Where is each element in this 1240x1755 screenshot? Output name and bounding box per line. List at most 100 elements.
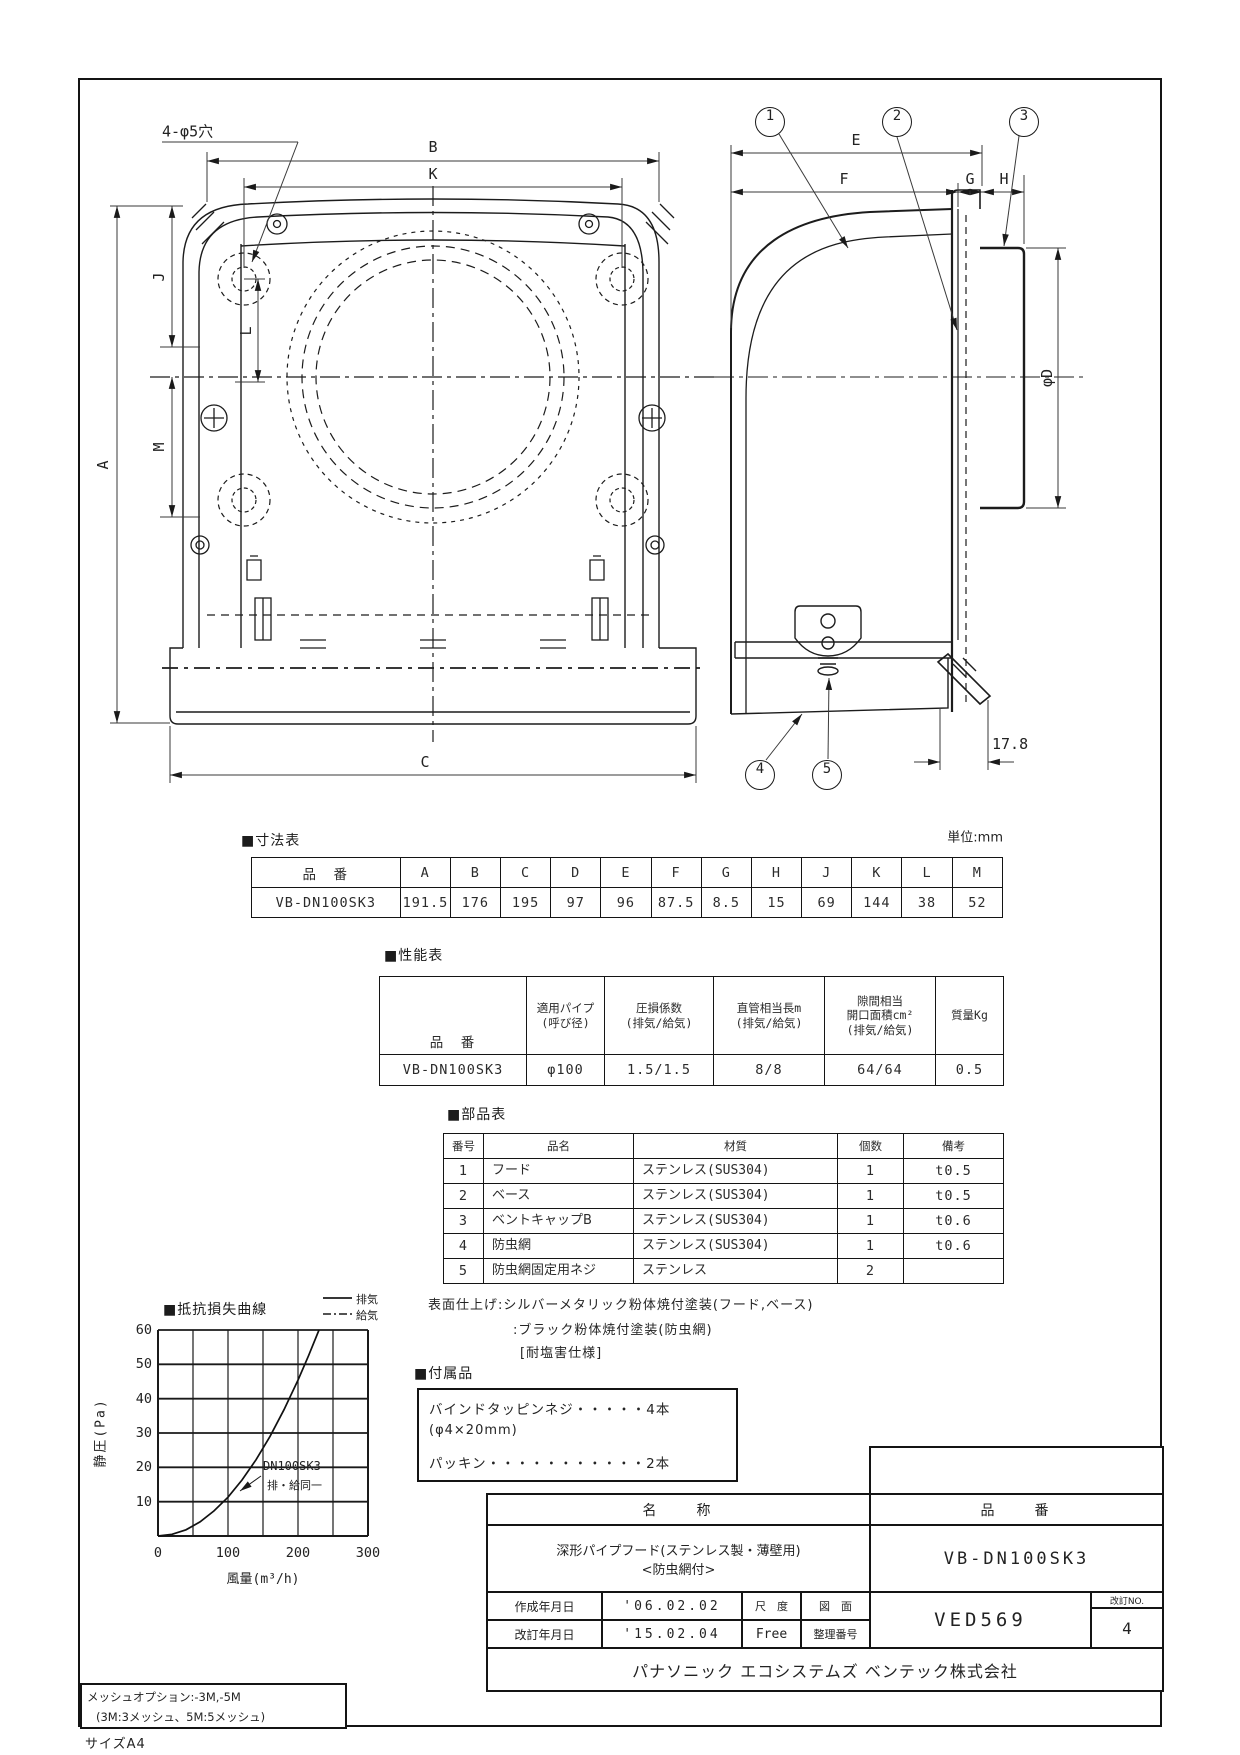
parts-cell: t0.6 xyxy=(903,1233,1004,1259)
perf-value: 1.5/1.5 xyxy=(604,1054,714,1086)
dimension-table: 品 番 A B C D E F G H J K L M VB-DN100SK3 … xyxy=(251,857,1004,918)
x-tick: 200 xyxy=(285,1545,311,1561)
name-header-cell: 名 称 xyxy=(486,1493,871,1526)
parts-table: 番号 品名 材質 個数 備考 1 フード ステンレス(SUS304) 1 t0.… xyxy=(443,1133,1004,1284)
scale-value-cell: Free xyxy=(741,1619,802,1649)
dim-table-title: ■寸法表 xyxy=(241,833,301,849)
company-name-cell: パナソニック エコシステムズ ベンテック株式会社 xyxy=(486,1647,1164,1692)
y-tick: 20 xyxy=(135,1459,152,1475)
dim-L: L xyxy=(237,326,255,336)
chart-title: ■抵抗損失曲線 xyxy=(163,1302,268,1318)
title-block-spare-cell xyxy=(869,1446,1164,1495)
dim-J: J xyxy=(150,272,168,282)
perf-header: 直管相当長m (排気/給気) xyxy=(713,976,825,1055)
accessory-line: バインドタッピンネジ・・・・・4本 xyxy=(429,1402,671,1418)
mesh-option-line1: メッシュオプション:-3M,-5M xyxy=(87,1690,241,1704)
balloon-1: 1 xyxy=(755,107,785,137)
side-view-hood-profile xyxy=(714,189,1088,714)
dim-K: K xyxy=(428,165,438,183)
parts-cell: フード xyxy=(483,1158,634,1184)
x-axis-label: 風量(m³/h) xyxy=(226,1572,300,1587)
accessory-line: パッキン・・・・・・・・・・・2本 xyxy=(429,1456,671,1472)
parts-row: 1 フード ステンレス(SUS304) 1 t0.5 xyxy=(443,1158,1004,1184)
parts-header: 品名 xyxy=(483,1133,634,1159)
performance-table: 品 番 適用パイプ (呼び径) 圧損係数 (排気/給気) 直管相当長m (排気/… xyxy=(379,976,1004,1086)
unit-note: 単位:mm xyxy=(947,830,1003,846)
dim-value: 96 xyxy=(600,887,652,918)
side-view-dimensions xyxy=(730,133,1066,770)
curve-annotation-note: 排・給同一 xyxy=(267,1479,322,1492)
sheet-size-label: サイズA4 xyxy=(85,1737,146,1752)
parts-header: 個数 xyxy=(837,1133,904,1159)
revision-no-value-cell: 4 xyxy=(1090,1607,1164,1649)
perf-header: 隙間相当 開口面積cm² (排気/給気) xyxy=(824,976,936,1055)
dim-col-header: 品 番 xyxy=(251,857,401,888)
finish-note-1: 表面仕上げ:シルバーメタリック粉体焼付塗装(フード,ベース) xyxy=(428,1298,814,1313)
parts-cell: t0.5 xyxy=(903,1183,1004,1209)
parts-header: 備考 xyxy=(903,1133,1004,1159)
x-tick: 0 xyxy=(153,1545,163,1561)
part-number-cell: VB-DN100SK3 xyxy=(869,1524,1164,1593)
parts-cell: ステンレス(SUS304) xyxy=(633,1233,838,1259)
parts-cell: t0.5 xyxy=(903,1158,1004,1184)
dim-value: 176 xyxy=(449,887,501,918)
serial-label-cell: 整理番号 xyxy=(800,1619,871,1649)
parts-cell: t0.6 xyxy=(903,1208,1004,1234)
dim-col-header: H xyxy=(750,857,803,888)
front-view-duct-circles xyxy=(150,186,716,742)
dim-value: 195 xyxy=(499,887,552,918)
dim-value: 52 xyxy=(951,887,1004,918)
mesh-option-box: メッシュオプション:-3M,-5M (3M:3メッシュ、5M:5メッシュ) xyxy=(80,1683,347,1729)
finish-note-2: :ブラック粉体焼付塗装(防虫網) xyxy=(513,1323,713,1338)
dim-col-header: M xyxy=(951,857,1004,888)
accessories-box: バインドタッピンネジ・・・・・4本 (φ4×20mm) パッキン・・・・・・・・… xyxy=(417,1388,738,1482)
y-tick: 50 xyxy=(135,1356,152,1372)
parts-cell: ステンレス(SUS304) xyxy=(633,1183,838,1209)
side-view-base-detail xyxy=(730,605,992,715)
mesh-option-line2: (3M:3メッシュ、5M:5メッシュ) xyxy=(96,1710,266,1724)
parts-row: 5 防虫網固定用ネジ ステンレス 2 xyxy=(443,1258,1004,1284)
drawing-label-cell: 図 面 xyxy=(800,1591,871,1621)
dim-col-header: G xyxy=(700,857,752,888)
chart-plot xyxy=(157,1329,369,1537)
parts-cell: 防虫網固定用ネジ xyxy=(483,1258,634,1284)
parts-header: 番号 xyxy=(443,1133,484,1159)
dim-value: 69 xyxy=(801,887,853,918)
dim-F: F xyxy=(839,170,849,188)
parts-cell: ベース xyxy=(483,1183,634,1209)
legend-exhaust: 排気 xyxy=(356,1293,378,1306)
perf-value: 0.5 xyxy=(935,1054,1004,1086)
dim-col-header: C xyxy=(499,857,552,888)
parts-cell: 2 xyxy=(837,1258,904,1284)
chart-legend-samples xyxy=(239,1297,352,1492)
perf-header: 適用パイプ (呼び径) xyxy=(526,976,605,1055)
front-view-louver-detail xyxy=(162,555,700,669)
parts-cell: 防虫網 xyxy=(483,1233,634,1259)
balloon-4: 4 xyxy=(745,760,775,790)
parts-cell: 1 xyxy=(837,1158,904,1184)
perf-value: φ100 xyxy=(526,1054,605,1086)
parts-cell: 1 xyxy=(837,1233,904,1259)
parts-cell: ステンレス(SUS304) xyxy=(633,1208,838,1234)
product-name-line1: 深形パイプフード(ステンレス製・薄壁用) xyxy=(556,1543,801,1559)
accessories-title: ■付属品 xyxy=(414,1366,474,1382)
scale-label-cell: 尺 度 xyxy=(741,1591,802,1621)
dim-value: 191.5 xyxy=(399,887,451,918)
dim-col-header: D xyxy=(550,857,602,888)
drawing-border xyxy=(78,78,1162,1727)
part-number-header-cell: 品 番 xyxy=(869,1493,1164,1526)
balloon-3: 3 xyxy=(1009,107,1039,137)
dim-C: C xyxy=(420,753,430,771)
parts-row: 3 ベントキャップB ステンレス(SUS304) 1 t0.6 xyxy=(443,1208,1004,1234)
legend-supply: 給気 xyxy=(356,1309,378,1322)
front-view-screws xyxy=(190,203,675,555)
parts-row: 4 防虫網 ステンレス(SUS304) 1 t0.6 xyxy=(443,1233,1004,1259)
dim-col-header: L xyxy=(901,857,953,888)
perf-table-title: ■性能表 xyxy=(384,948,444,964)
perf-value: 64/64 xyxy=(824,1054,936,1086)
product-name-cell: 深形パイプフード(ステンレス製・薄壁用) <防虫網付> xyxy=(486,1524,871,1593)
parts-cell: 2 xyxy=(443,1183,484,1209)
dim-phi-D: φD xyxy=(1038,368,1056,388)
dim-B: B xyxy=(428,138,438,156)
